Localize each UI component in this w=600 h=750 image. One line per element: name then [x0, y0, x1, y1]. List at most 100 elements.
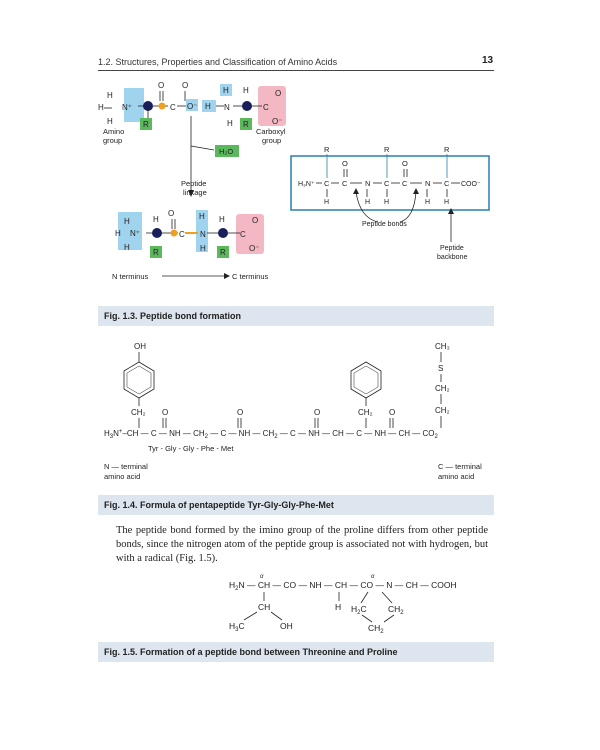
r-group-label: R [243, 120, 249, 129]
carbonyl-o: O [389, 408, 395, 417]
atom-n: N [425, 179, 430, 188]
figure-1-5-threonine-proline: α α H2N — CH — CO — NH — CH — CO — N — C… [229, 574, 457, 635]
r-group-label: R [153, 248, 159, 257]
atom-h: H [223, 86, 229, 95]
atom-c: C [384, 179, 390, 188]
atom-o: O [182, 81, 188, 90]
alpha-label: α [260, 574, 264, 580]
chain-start: H₃N⁺ [298, 181, 315, 188]
atom-o: O [402, 159, 408, 168]
r-group-highlight [150, 246, 162, 258]
alpha-carbon [143, 101, 153, 111]
atom-h: H [107, 117, 113, 126]
atom-c: C [263, 103, 269, 112]
running-title: 1.2. Structures, Properties and Classifi… [98, 57, 338, 67]
glycine-h: H [335, 602, 341, 612]
ch2-label: CH₂ [131, 408, 146, 417]
water-label: H₂O [219, 147, 233, 156]
r-group-highlight [217, 246, 229, 258]
alpha-carbon [218, 228, 228, 238]
figure-1-5-caption: Fig. 1.5. Formation of a peptide bond be… [98, 642, 494, 662]
chain-end: COO⁻ [461, 181, 481, 188]
atom-h: H [98, 103, 104, 112]
atom-o: O [275, 89, 281, 98]
atom-h: H [365, 199, 370, 206]
h-highlight [202, 100, 216, 112]
sequence-label: Tyr - Gly - Gly - Phe - Met [148, 444, 234, 453]
r-label: R [444, 145, 450, 154]
atom-h: H [243, 86, 249, 95]
r-label: R [324, 145, 330, 154]
hydroxyl-label: OH [280, 621, 293, 631]
atom-h: H [199, 212, 205, 221]
atom-h: H [200, 244, 206, 253]
peptide-bond-highlight [196, 210, 208, 252]
peptide-backbone-diagram: R R R H₃N⁺ C C O N C C O N [290, 145, 490, 261]
r-group-highlight [140, 118, 152, 130]
carbonyl-o: O [162, 408, 168, 417]
oh-label: OH [134, 342, 146, 351]
alpha-label: α [371, 574, 375, 580]
header-divider [98, 70, 494, 71]
ch2-label: CH₂ [435, 406, 450, 415]
carbonyl-o: O [314, 408, 320, 417]
amino-group-highlight [118, 212, 142, 250]
atom-c: C [342, 179, 348, 188]
atom-h: H [124, 217, 130, 226]
figure-1-3-caption: Fig. 1.3. Peptide bond formation [98, 306, 494, 326]
ch3-label: CH₃ [435, 342, 450, 351]
atom-o-minus: O⁻ [187, 102, 197, 111]
r-label: R [384, 145, 390, 154]
atom-o: O [342, 159, 348, 168]
carbonyl-carbon [170, 229, 178, 237]
atom-h: H [425, 199, 430, 206]
r-group-label: R [143, 120, 149, 129]
atom-n: N [200, 230, 206, 239]
tyrosine-ring [123, 361, 155, 399]
sulfur-label: S [438, 364, 443, 373]
carboxyl-group-highlight [236, 214, 264, 254]
peptide-bonds-label: Peptide bonds [362, 221, 407, 228]
atom-o-minus: O⁻ [272, 117, 282, 126]
atom-c: C [324, 179, 330, 188]
atom-o: O [252, 216, 258, 225]
threonine-proline-chain: H2N — CH — CO — NH — CH — CO — N — CH — … [229, 580, 457, 592]
ch2-label: CH₂ [358, 408, 373, 417]
proline-ch2-left: H2C [351, 604, 367, 616]
alpha-carbon [242, 101, 252, 111]
ch2-label: CH₂ [435, 384, 450, 393]
atom-h: H [124, 243, 130, 252]
atom-h: H [153, 215, 159, 224]
atom-o-minus: O⁻ [249, 244, 259, 253]
atom-h: H [384, 199, 389, 206]
atom-n-plus: N⁺ [130, 229, 140, 238]
amino-group-highlight [124, 88, 144, 122]
proline-ch2-right: CH2 [388, 604, 404, 616]
body-paragraph: The peptide bond formed by the imino gro… [116, 525, 488, 564]
carboxyl-o-highlight [186, 99, 198, 111]
dipeptide: H H H N⁺ R H O C H N H H R [115, 209, 264, 258]
page-number: 13 [482, 55, 494, 66]
carboxyl-group-highlight [258, 86, 286, 126]
c-terminus-label: C terminus [232, 272, 269, 281]
side-chain-ch: CH [258, 602, 270, 612]
atom-n: N [224, 103, 230, 112]
atom-h: H [107, 91, 113, 100]
atom-n: N [365, 179, 370, 188]
atom-c: C [179, 230, 185, 239]
phenylalanine-ring [350, 361, 382, 399]
carbonyl-o: O [237, 408, 243, 417]
atom-o: O [168, 209, 174, 218]
atom-h: H [227, 119, 233, 128]
atom-c: C [444, 179, 450, 188]
figure-1-4-caption: Fig. 1.4. Formula of pentapeptide Tyr-Gl… [98, 495, 494, 515]
